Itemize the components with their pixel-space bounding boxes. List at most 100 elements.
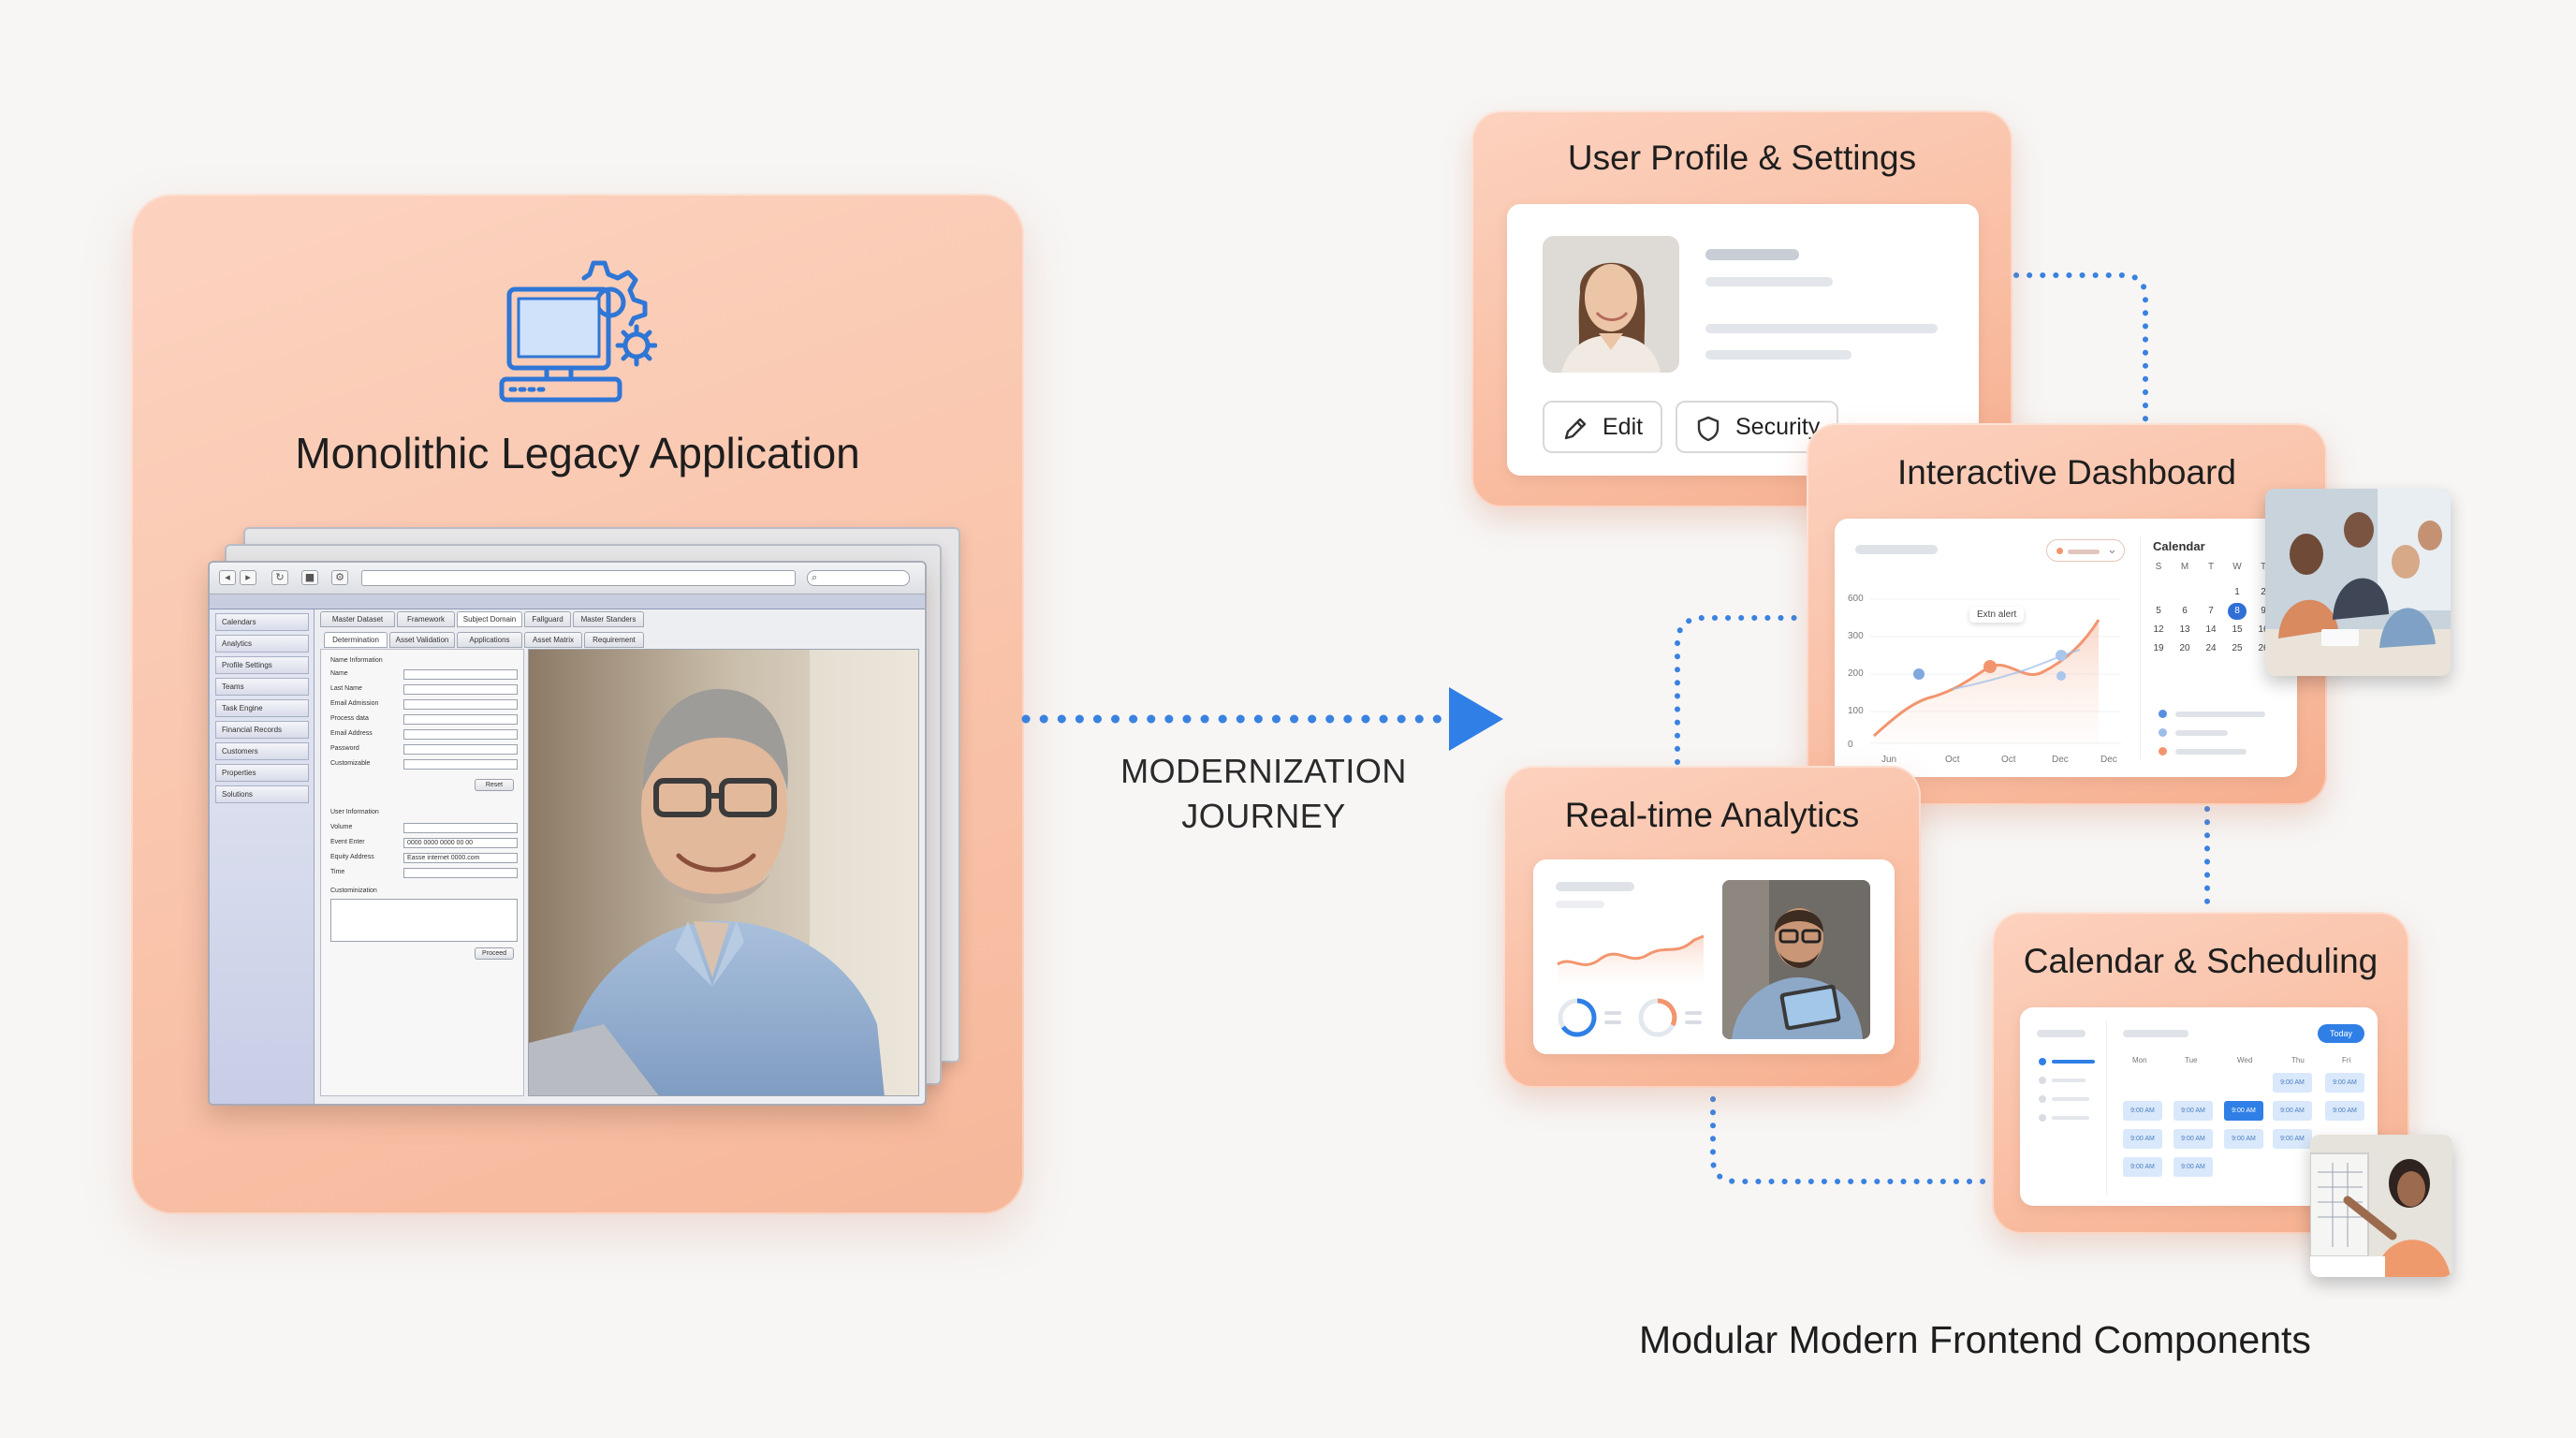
chart-y-tick: 600 [1848, 594, 1864, 604]
time-slot[interactable]: 9:00 AM [2325, 1101, 2364, 1121]
scheduler-item-dot-icon [2039, 1077, 2046, 1084]
scheduler-item-bar[interactable] [2052, 1097, 2089, 1101]
form-input[interactable] [403, 729, 518, 740]
profile-detail-bar [1705, 277, 1833, 286]
legacy-subtab[interactable]: Requirement [584, 632, 644, 648]
calendar-date[interactable]: 24 [2205, 643, 2217, 653]
today-button[interactable]: Today [2318, 1024, 2364, 1043]
calendar-date-selected[interactable]: 8 [2228, 603, 2247, 620]
edit-button[interactable]: Edit [1543, 401, 1662, 453]
stop-icon[interactable]: ■ [301, 570, 318, 585]
time-slot[interactable]: 9:00 AM [2123, 1129, 2162, 1149]
calendar-date[interactable]: 7 [2208, 606, 2214, 616]
form-textarea[interactable] [330, 899, 518, 942]
form-label: Process data [330, 715, 369, 722]
calendar-date[interactable]: 26 [2258, 643, 2269, 653]
form-input[interactable] [403, 759, 518, 770]
sidebar-item[interactable]: Calendars [215, 613, 309, 631]
calendar-date[interactable]: 25 [2232, 643, 2243, 653]
time-slot[interactable]: 9:00 AM [2325, 1073, 2364, 1093]
proceed-button[interactable]: Proceed [475, 947, 514, 960]
time-slot[interactable]: 9:00 AM [2174, 1129, 2213, 1149]
calendar-date[interactable]: 12 [2153, 624, 2164, 635]
sidebar-item[interactable]: Customers [215, 742, 309, 760]
legacy-tab[interactable]: Master Dataset [320, 611, 395, 627]
settings-icon[interactable]: ⚙ [331, 570, 348, 585]
calendar-date[interactable]: 16 [2258, 624, 2269, 635]
calendar-date[interactable]: 19 [2153, 643, 2164, 653]
calendar-date[interactable]: 20 [2179, 643, 2190, 653]
legacy-subtab[interactable]: Asset Validation [389, 632, 455, 648]
time-slot[interactable]: 9:00 AM [2123, 1157, 2162, 1177]
refresh-icon[interactable]: ↻ [271, 570, 288, 585]
scheduler-item-bar[interactable] [2052, 1116, 2089, 1120]
time-slot[interactable]: 9:00 AM [2273, 1129, 2312, 1149]
profile-detail-bar [1705, 324, 1938, 333]
sidebar-item[interactable]: Task Engine [215, 699, 309, 717]
time-slot[interactable]: 9:00 AM [2174, 1101, 2213, 1121]
legacy-address-bar[interactable] [361, 570, 796, 586]
form-input[interactable]: 0000 0000 0000 00 00 [403, 838, 518, 848]
sidebar-item[interactable]: Financial Records [215, 721, 309, 739]
calendar-date[interactable]: 15 [2232, 624, 2243, 635]
legacy-search-field[interactable]: ⌕ [807, 570, 910, 586]
form-input[interactable]: Easse internet 0000.com [403, 853, 518, 863]
calendar-date[interactable]: 5 [2156, 606, 2161, 616]
legacy-tab[interactable]: Master Standers [573, 611, 644, 627]
back-icon[interactable]: ◂ [219, 570, 236, 585]
form-input[interactable] [403, 699, 518, 710]
security-label: Security [1735, 414, 1821, 440]
calendar-date[interactable]: 9 [2261, 606, 2266, 616]
form-input[interactable] [403, 684, 518, 695]
sidebar-item[interactable]: Properties [215, 764, 309, 782]
form-input[interactable] [403, 669, 518, 680]
legend-dot-icon [2159, 747, 2167, 756]
calendar-date[interactable]: 14 [2205, 624, 2217, 635]
time-slot[interactable]: 9:00 AM [2123, 1101, 2162, 1121]
legacy-subtab[interactable]: Asset Matrix [524, 632, 582, 648]
scheduler-item-bar[interactable] [2052, 1078, 2086, 1082]
weekday-label: M [2180, 562, 2189, 572]
legend-bar [2175, 730, 2228, 736]
time-slot[interactable]: 9:00 AM [2273, 1101, 2312, 1121]
legacy-tab[interactable]: Subject Domain [457, 611, 522, 627]
scheduler-item-bar[interactable] [2052, 1060, 2095, 1064]
form-input[interactable] [403, 714, 518, 725]
form-section-heading: User Information [330, 809, 379, 815]
time-slot-selected[interactable]: 9:00 AM [2224, 1101, 2263, 1121]
profile-name-bar [1705, 249, 1799, 260]
form-select[interactable] [403, 868, 518, 878]
forward-icon[interactable]: ▸ [240, 570, 256, 585]
form-input[interactable] [403, 823, 518, 833]
reset-button[interactable]: Reset [475, 779, 514, 791]
sidebar-item[interactable]: Analytics [215, 635, 309, 653]
chart-x-tick: Oct [1945, 755, 1960, 765]
calendar-date[interactable]: 6 [2182, 606, 2188, 616]
legacy-subtab[interactable]: Determination [324, 632, 388, 648]
time-slot[interactable]: 9:00 AM [2174, 1157, 2213, 1177]
chart-y-tick: 300 [1848, 631, 1864, 641]
sidebar-item[interactable]: Solutions [215, 785, 309, 803]
legacy-subtab[interactable]: Applications [457, 632, 522, 648]
calendar-date[interactable]: 2 [2261, 587, 2266, 597]
legacy-tab[interactable]: Fallguard [524, 611, 571, 627]
form-input[interactable] [403, 744, 518, 755]
form-label: Volume [330, 824, 353, 830]
day-header: Tue [2185, 1056, 2198, 1064]
chart-x-tick: Dec [2100, 755, 2117, 765]
time-slot[interactable]: 9:00 AM [2273, 1073, 2312, 1093]
interactive-dashboard-card: Interactive Dashboard ⌄ [1807, 423, 2327, 805]
calendar-date[interactable]: 1 [2234, 587, 2240, 597]
journey-line-1: MODERNIZATION [1120, 752, 1407, 790]
sidebar-item[interactable]: Profile Settings [215, 656, 309, 674]
sidebar-item[interactable]: Teams [215, 678, 309, 696]
calendar-date[interactable]: 13 [2179, 624, 2190, 635]
time-slot[interactable]: 9:00 AM [2224, 1129, 2263, 1149]
legacy-application-panel: Monolithic Legacy Application ◂ ▸ ↻ ■ ⚙ … [131, 194, 1024, 1214]
legacy-tab[interactable]: Framework [397, 611, 455, 627]
scheduler-sidebar-header [2037, 1030, 2086, 1037]
dashboard-filter-dropdown[interactable]: ⌄ [2046, 539, 2125, 562]
dashboard-line-chart [1840, 575, 2130, 771]
dropdown-dot-icon [2056, 548, 2063, 554]
